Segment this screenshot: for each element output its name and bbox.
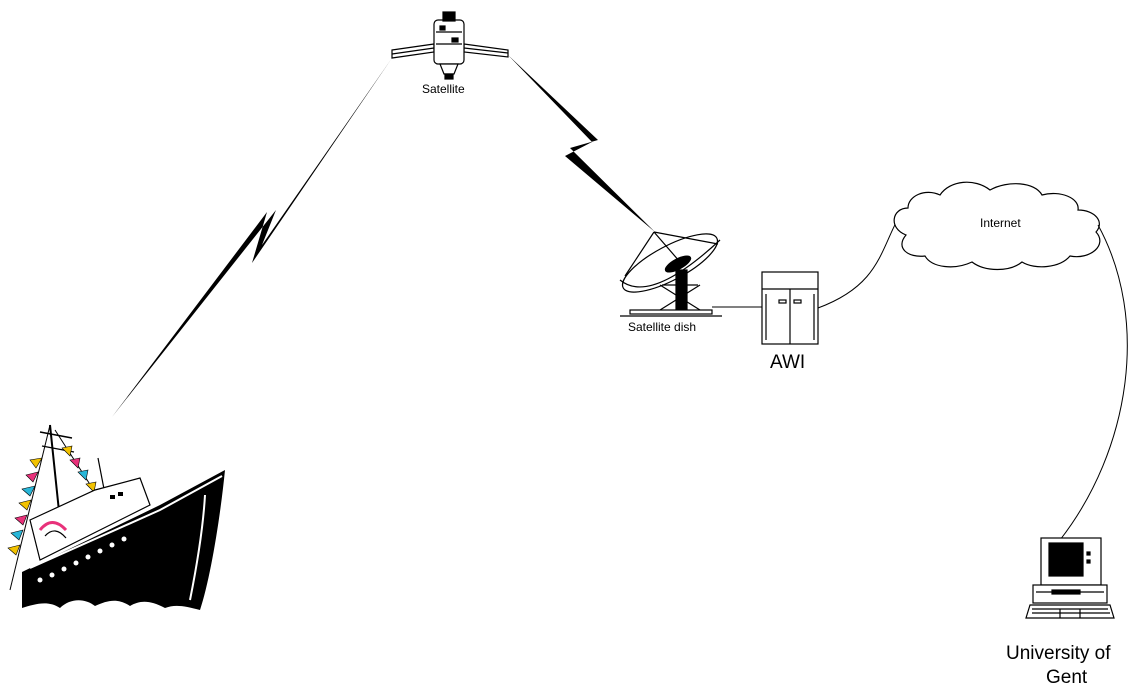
university-label-line2: Gent	[1046, 667, 1088, 688]
internet-university-cable	[1059, 224, 1128, 541]
satellite-dish-radio-link	[508, 55, 655, 232]
ship-icon	[7, 424, 225, 610]
ship-satellite-radio-link	[112, 58, 392, 417]
satellite-dish-icon	[619, 231, 722, 317]
satellite-label: Satellite	[422, 82, 465, 96]
cloud-icon	[893, 181, 1101, 271]
server-icon	[761, 271, 819, 345]
awi-label: AWI	[770, 352, 806, 373]
satellite-dish-label: Satellite dish	[628, 320, 697, 334]
awi-internet-cable	[817, 214, 901, 309]
satellite-icon	[391, 11, 509, 80]
university-label-line1: University of	[1006, 643, 1111, 664]
computer-icon	[1025, 537, 1115, 619]
internet-label: Internet	[980, 216, 1021, 230]
